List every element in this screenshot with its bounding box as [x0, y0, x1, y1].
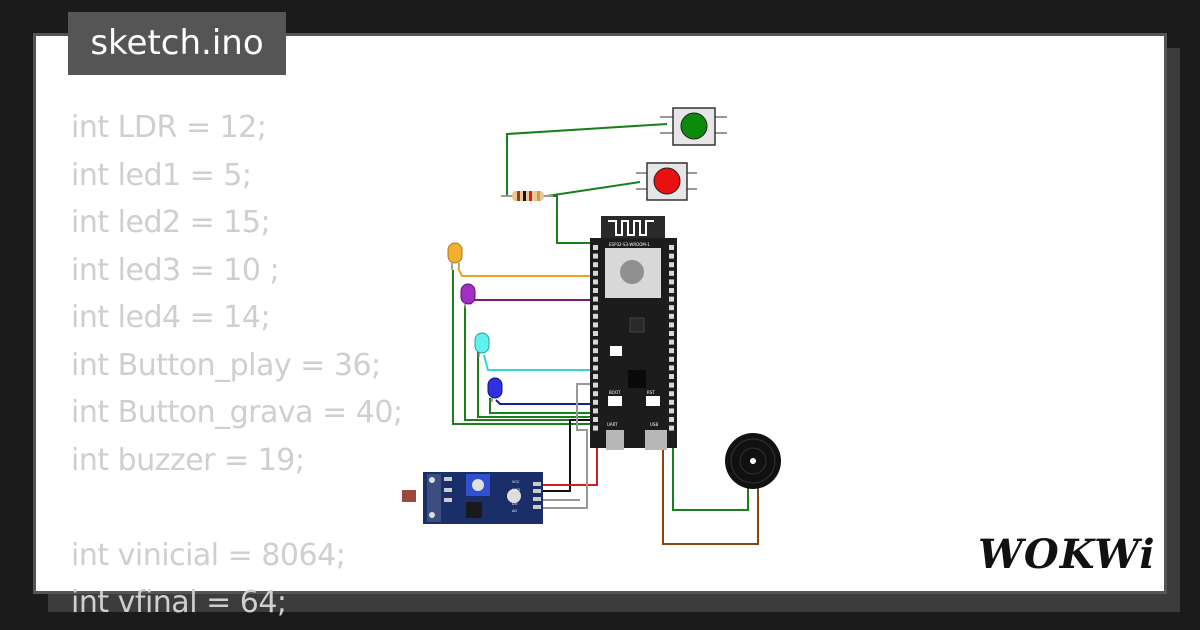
wire-red-button — [546, 181, 641, 197]
header-pin — [593, 305, 598, 311]
header-pin — [593, 262, 598, 268]
board-module-label: ESP32-S3-WROOM-1 — [609, 242, 650, 247]
header-pin — [593, 374, 598, 379]
header-pin — [669, 382, 674, 388]
code-line: int LDR = 12; — [71, 110, 267, 145]
header-pin — [593, 391, 598, 397]
code-snippet: int LDR = 12; int led1 = 5; int led2 = 15;… — [71, 104, 403, 627]
header-pin — [593, 408, 598, 414]
led-blue — [487, 377, 503, 402]
header-pin — [669, 331, 674, 336]
ldr-sensor-module — [402, 472, 543, 524]
board-reset-label: RST — [647, 390, 655, 395]
wire-cyan-led3 — [483, 354, 597, 371]
code-line: int vinicial = 8064; — [71, 537, 346, 573]
wokwi-logo: WOKWi — [978, 531, 1156, 578]
pin-header-right — [669, 245, 674, 431]
buzzer — [725, 433, 781, 489]
header-pin — [593, 313, 598, 319]
file-tab-sketch[interactable]: sketch.ino — [68, 12, 286, 75]
header-pin — [669, 296, 674, 302]
header-pin — [669, 374, 674, 379]
header-pin — [593, 253, 598, 259]
code-line: int led3 = 10 ; — [71, 252, 280, 288]
header-pin — [669, 279, 674, 285]
header-pin — [669, 365, 674, 371]
ldr-pin-gnd-label: GND — [512, 488, 520, 492]
code-line: int led2 = 15; — [71, 205, 271, 240]
header-pin — [593, 348, 598, 354]
header-pin — [669, 245, 674, 250]
header-pin — [593, 339, 598, 345]
header-pin — [593, 417, 598, 422]
header-pin — [669, 356, 674, 362]
wire-blue-led4 — [495, 399, 597, 405]
header-pin — [669, 270, 674, 276]
header-pin — [593, 356, 598, 362]
wokwi-logo-text: WOKWi — [978, 531, 1156, 578]
header-pin — [669, 262, 674, 268]
wire-grey-ldr-ao — [540, 383, 597, 509]
header-pin — [669, 417, 674, 422]
header-pin — [669, 305, 674, 311]
board-boot-label: BOOT — [609, 390, 621, 395]
wire-purple-led2 — [469, 299, 597, 305]
header-pin — [593, 322, 598, 328]
ldr-pin-vcc-label: VCC — [512, 480, 520, 484]
wire-green-led4-gnd — [489, 398, 590, 414]
wire-brown-buzzer — [662, 424, 759, 545]
board-usb-label: USB — [650, 422, 658, 427]
push-button-red[interactable] — [636, 162, 697, 201]
wire-green-resistor — [507, 195, 597, 244]
header-pin — [669, 348, 674, 354]
header-pin — [593, 288, 598, 293]
wire-black-ldr-gnd — [540, 419, 597, 492]
header-pin — [593, 382, 598, 388]
code-line: int Button_grava = 40; — [71, 395, 403, 430]
code-line: int vfinal = 64; — [71, 585, 287, 620]
header-pin — [669, 408, 674, 414]
header-pin — [593, 331, 598, 336]
pin-header-left — [593, 245, 598, 431]
header-pin — [669, 322, 674, 328]
header-pin — [669, 339, 674, 345]
wire-green-button-top — [506, 123, 668, 196]
ldr-pin-do-label: DO — [512, 502, 518, 506]
led-cyan — [474, 332, 490, 357]
header-pin — [593, 245, 598, 250]
esp32-s3-board[interactable] — [590, 216, 677, 450]
ldr-pin-ao-label: AO — [512, 509, 517, 513]
wire-green-buzzer — [672, 424, 749, 511]
wire-orange-led1 — [457, 267, 597, 277]
header-pin — [669, 391, 674, 397]
code-line: int buzzer = 19; — [71, 442, 305, 478]
code-line: int led1 = 5; — [71, 157, 252, 193]
wire-red-ldr-vcc — [540, 440, 598, 486]
board-uart-label: UART — [607, 422, 618, 427]
code-line: int led4 = 14; — [71, 300, 271, 335]
resistor — [501, 191, 553, 201]
led-yellow — [447, 242, 463, 270]
header-pin — [669, 425, 674, 431]
header-pin — [593, 279, 598, 285]
wire-green-led3-gnd — [477, 352, 590, 418]
header-pin — [593, 296, 598, 302]
header-pin — [593, 399, 598, 405]
header-pin — [669, 288, 674, 293]
header-pin — [593, 270, 598, 276]
push-button-green[interactable] — [660, 107, 727, 146]
wire-green-led2-gnd — [464, 306, 590, 421]
header-pin — [669, 313, 674, 319]
code-line: int Button_play = 36; — [71, 347, 381, 383]
header-pin — [593, 425, 598, 431]
led-purple — [460, 283, 476, 308]
header-pin — [593, 365, 598, 371]
header-pin — [669, 253, 674, 259]
header-pin — [669, 399, 674, 405]
